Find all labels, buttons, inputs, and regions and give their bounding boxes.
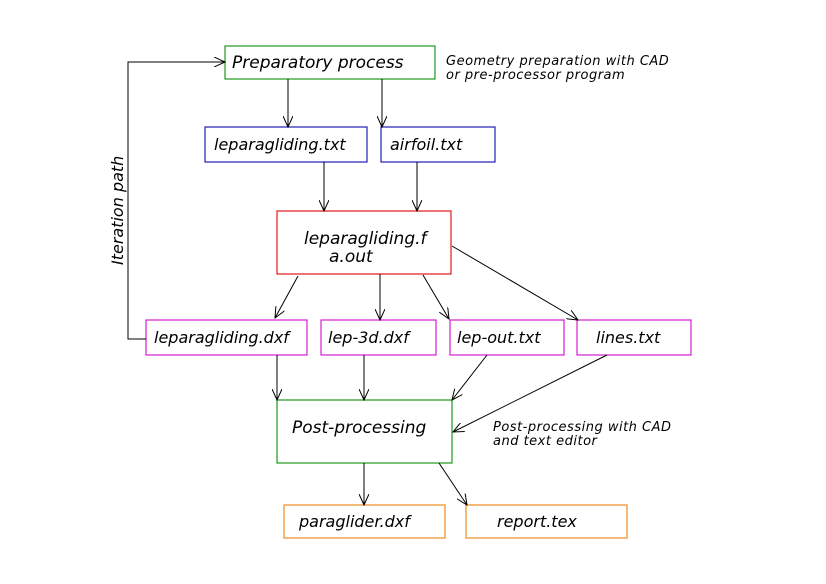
leparagliding-dxf-box [145, 319, 308, 356]
lep-out-txt-box [449, 319, 565, 356]
lines-txt-box [576, 319, 692, 356]
arrow-program-to-lep-out-txt [422, 274, 449, 319]
pre-note-line2: or pre-processor program [446, 68, 625, 83]
paraglider-dxf-label: paraglider.dxf [298, 512, 412, 531]
program-label-line2: a.out [329, 247, 374, 267]
preparatory-process-label: Preparatory process [232, 53, 404, 73]
post-processing-label: Post-processing [292, 418, 427, 438]
report-tex-label: report.tex [497, 512, 577, 531]
lines-txt-label: lines.txt [596, 328, 661, 347]
arrow-post-to-report-tex [438, 462, 467, 505]
report-tex-box [465, 504, 628, 539]
program-label-line1: leparagliding.f [304, 229, 430, 249]
pre-note-line1: Geometry preparation with CAD [446, 54, 669, 69]
iteration-path-label: Iteration path [108, 156, 127, 265]
leparagliding-txt-label: leparagliding.txt [214, 135, 346, 154]
airfoil-txt-box [380, 126, 496, 163]
arrow-lines-txt-to-post [453, 354, 608, 432]
arrow-program-to-lines-txt [451, 245, 578, 320]
airfoil-txt-label: airfoil.txt [390, 135, 463, 154]
program-box [276, 210, 452, 275]
arrow-lep-out-txt-to-post [452, 354, 488, 400]
iteration-path-arrow [127, 62, 225, 340]
lep-out-txt-label: lep-out.txt [457, 328, 541, 347]
post-note-line1: Post-processing with CAD [493, 420, 672, 435]
post-note-line2: and text editor [493, 434, 599, 449]
lep-3d-dxf-label: lep-3d.dxf [328, 328, 411, 347]
leparagliding-dxf-label: leparagliding.dxf [154, 328, 291, 347]
arrow-program-to-leparagliding-dxf [275, 275, 299, 318]
